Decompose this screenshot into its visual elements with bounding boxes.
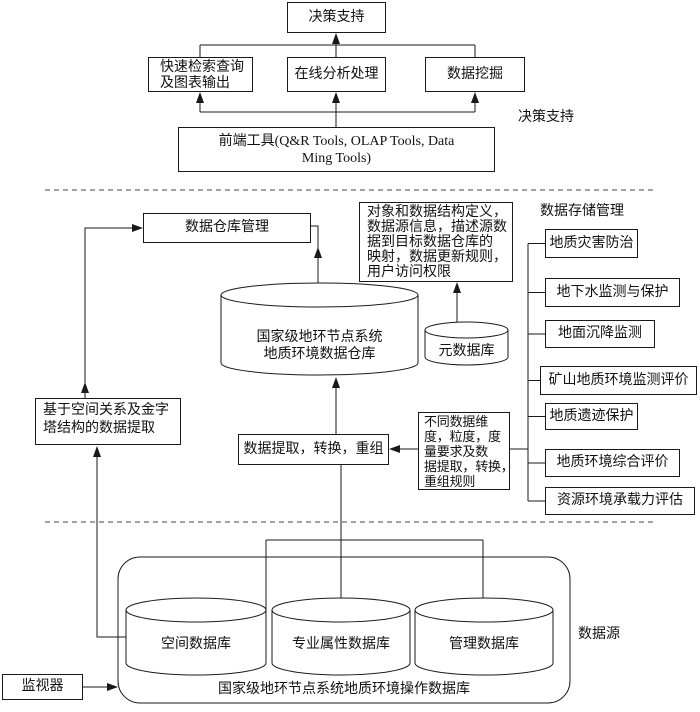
warehouse-mgmt-box: 数据仓库管理 xyxy=(143,213,311,243)
spatial-db-cylinder-body xyxy=(125,609,267,676)
storage-section-label: 数据存储管理 xyxy=(540,204,624,219)
management-db-cylinder-top xyxy=(414,597,554,623)
metadata-description-box: 对象和数据结构定义， 数据源信息，描述源数 据到目标数据仓库的 映射，数据更新规… xyxy=(359,202,513,282)
arrowhead-to-etl xyxy=(389,445,400,453)
arrowhead-to-operational-db xyxy=(107,683,118,691)
frontend-tools-box: 前端工具(Q&R Tools, OLAP Tools, Data Ming To… xyxy=(178,127,495,172)
etl-rules-line-4: 据提取，转换， xyxy=(424,459,514,474)
olap-box: 在线分析处理 xyxy=(287,57,386,92)
arrowhead-to-warehouse xyxy=(332,377,340,388)
etl-rules-line-2: 度，粒度，度 xyxy=(424,429,501,444)
metadata-desc-line-5: 用户访问权限 xyxy=(367,265,451,280)
arrowhead-to-decision xyxy=(332,33,340,44)
warehouse-db-cylinder-top xyxy=(220,282,419,308)
metadata-db-cylinder-body xyxy=(424,329,509,366)
attribute-db-label: 专业属性数据库 xyxy=(292,637,390,652)
application-label-2: 地下水监测与保护 xyxy=(556,284,669,300)
application-box-1: 地质灾害防治 xyxy=(545,229,638,258)
decision-support-box: 决策支持 xyxy=(287,2,386,33)
application-label-4: 矿山地质环境监测评价 xyxy=(548,372,689,388)
query-box-line-2: 及图表输出 xyxy=(160,76,230,91)
data-mining-box: 数据挖掘 xyxy=(425,57,525,92)
application-label-7: 资源环境承载力评估 xyxy=(557,493,683,508)
connector-spatial-db-to-extract xyxy=(96,450,126,638)
etl-rules-line-3: 量要求及数 xyxy=(424,444,489,459)
warehouse-db-line-2: 地质环境数据仓库 xyxy=(263,347,376,362)
management-db-label: 管理数据库 xyxy=(449,637,519,652)
application-label-6: 地质环境综合评价 xyxy=(556,455,669,470)
arrowhead-to-mgmt-from-extract xyxy=(132,224,143,232)
warehouse-db-line-1: 国家级地环节点系统 xyxy=(256,330,383,345)
spatial-extract-line-1: 基于空间关系及金字 xyxy=(43,403,169,418)
data-mining-text: 数据挖掘 xyxy=(447,66,503,82)
spatial-extract-box: 基于空间关系及金字 塔结构的数据提取 xyxy=(35,398,181,445)
operational-db-label: 国家级地环节点系统地质环境操作数据库 xyxy=(218,682,470,697)
source-section-label: 数据源 xyxy=(578,627,620,642)
arrowhead-to-spatial-extract xyxy=(93,446,101,457)
monitor-box: 监视器 xyxy=(2,674,83,700)
frontend-line-1: 前端工具(Q&R Tools, OLAP Tools, Data xyxy=(218,133,455,149)
warehouse-mgmt-text: 数据仓库管理 xyxy=(185,220,269,235)
arrowhead-to-mining xyxy=(471,92,479,103)
operational-db-container xyxy=(117,556,571,704)
etl-rules-line-5: 重组规则 xyxy=(424,474,476,489)
application-box-5: 地质遗迹保护 xyxy=(545,403,638,430)
frontend-line-2: Ming Tools) xyxy=(301,150,372,166)
etl-rules-box: 不同数据维 度，粒度，度 量要求及数 据提取，转换， 重组规则 xyxy=(418,412,514,490)
etl-text: 数据提取，转换，重组 xyxy=(243,441,384,457)
attribute-db-cylinder-top xyxy=(271,597,411,623)
application-label-3: 地面沉降监测 xyxy=(558,326,642,341)
monitor-text: 监视器 xyxy=(21,679,64,694)
spatial-db-label: 空间数据库 xyxy=(161,637,231,652)
metadata-desc-line-4: 映射，数据更新规则， xyxy=(367,250,507,265)
application-box-4: 矿山地质环境监测评价 xyxy=(540,366,697,395)
connector-spatial-extract-to-mgmt xyxy=(84,227,133,398)
etl-rules-line-1: 不同数据维 xyxy=(424,414,489,429)
warehouse-db-label: 国家级地环节点系统 地质环境数据仓库 xyxy=(221,329,418,363)
spatial-db-cylinder-top xyxy=(125,597,267,623)
arrowhead-to-mgmt-from-warehouse xyxy=(314,247,322,258)
metadata-db-label: 元数据库 xyxy=(438,344,495,359)
management-db-cylinder-body xyxy=(414,609,554,676)
arrowhead-extract-upward xyxy=(81,382,89,393)
decision-section-label: 决策支持 xyxy=(518,110,574,125)
etl-box: 数据提取，转换，重组 xyxy=(238,434,389,465)
arrowhead-to-metadata-desc xyxy=(453,282,461,293)
application-label-5: 地质遗迹保护 xyxy=(549,408,634,424)
connector-warehouse-to-mgmt xyxy=(311,225,319,283)
application-label-1: 地质灾害防治 xyxy=(549,235,634,251)
metadata-db-cylinder-top xyxy=(424,321,509,339)
olap-text: 在线分析处理 xyxy=(294,66,379,82)
query-chart-output-box: 快速检索查询 及图表输出 xyxy=(148,57,253,92)
query-box-line-1: 快速检索查询 xyxy=(160,60,244,75)
application-box-6: 地质环境综合评价 xyxy=(545,449,680,477)
warehouse-db-cylinder-body xyxy=(220,294,419,376)
metadata-desc-line-2: 数据源信息，描述源数 xyxy=(367,220,507,235)
application-box-2: 地下水监测与保护 xyxy=(545,278,680,307)
metadata-desc-line-1: 对象和数据结构定义， xyxy=(367,205,507,220)
application-box-7: 资源环境承载力评估 xyxy=(545,487,695,515)
arrowhead-to-olap xyxy=(332,92,340,103)
arrowhead-to-query xyxy=(196,92,204,103)
application-box-3: 地面沉降监测 xyxy=(545,320,655,348)
spatial-extract-line-2: 塔结构的数据提取 xyxy=(43,421,155,436)
attribute-db-cylinder-body xyxy=(271,609,411,676)
decision-support-text: 决策支持 xyxy=(308,9,365,25)
metadata-desc-line-3: 据到目标数据仓库的 xyxy=(367,235,493,250)
